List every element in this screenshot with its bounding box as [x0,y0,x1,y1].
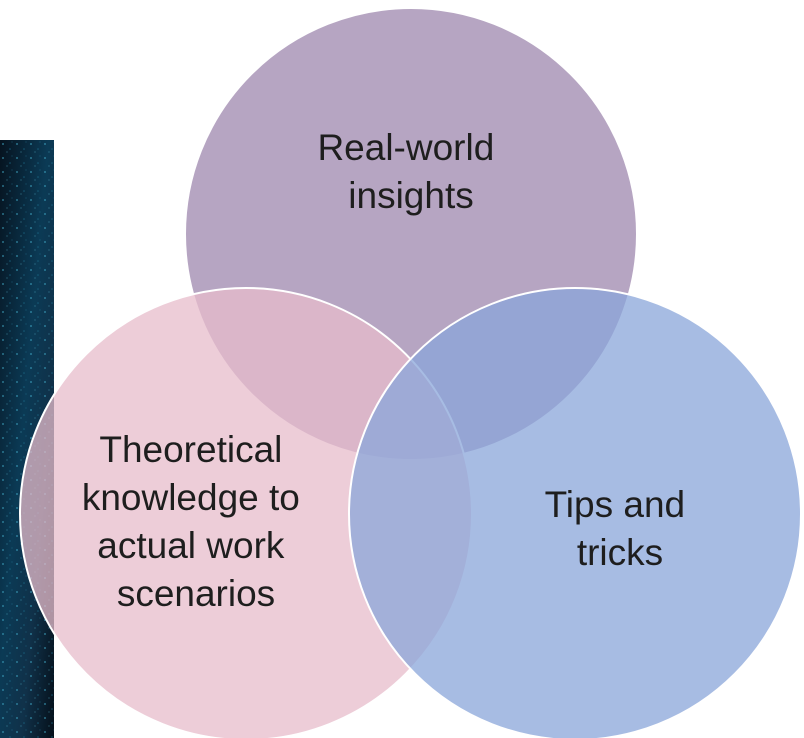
circle-label-right: Tips and tricks [545,484,696,573]
venn-circle-right [348,287,802,738]
circle-label-top: Real-world insights [317,127,504,216]
venn-labels: Real-world insights Theoretical knowledg… [82,127,696,614]
venn-circles [19,7,802,738]
circle-label-left: Theoretical knowledge to actual work sce… [82,429,310,614]
